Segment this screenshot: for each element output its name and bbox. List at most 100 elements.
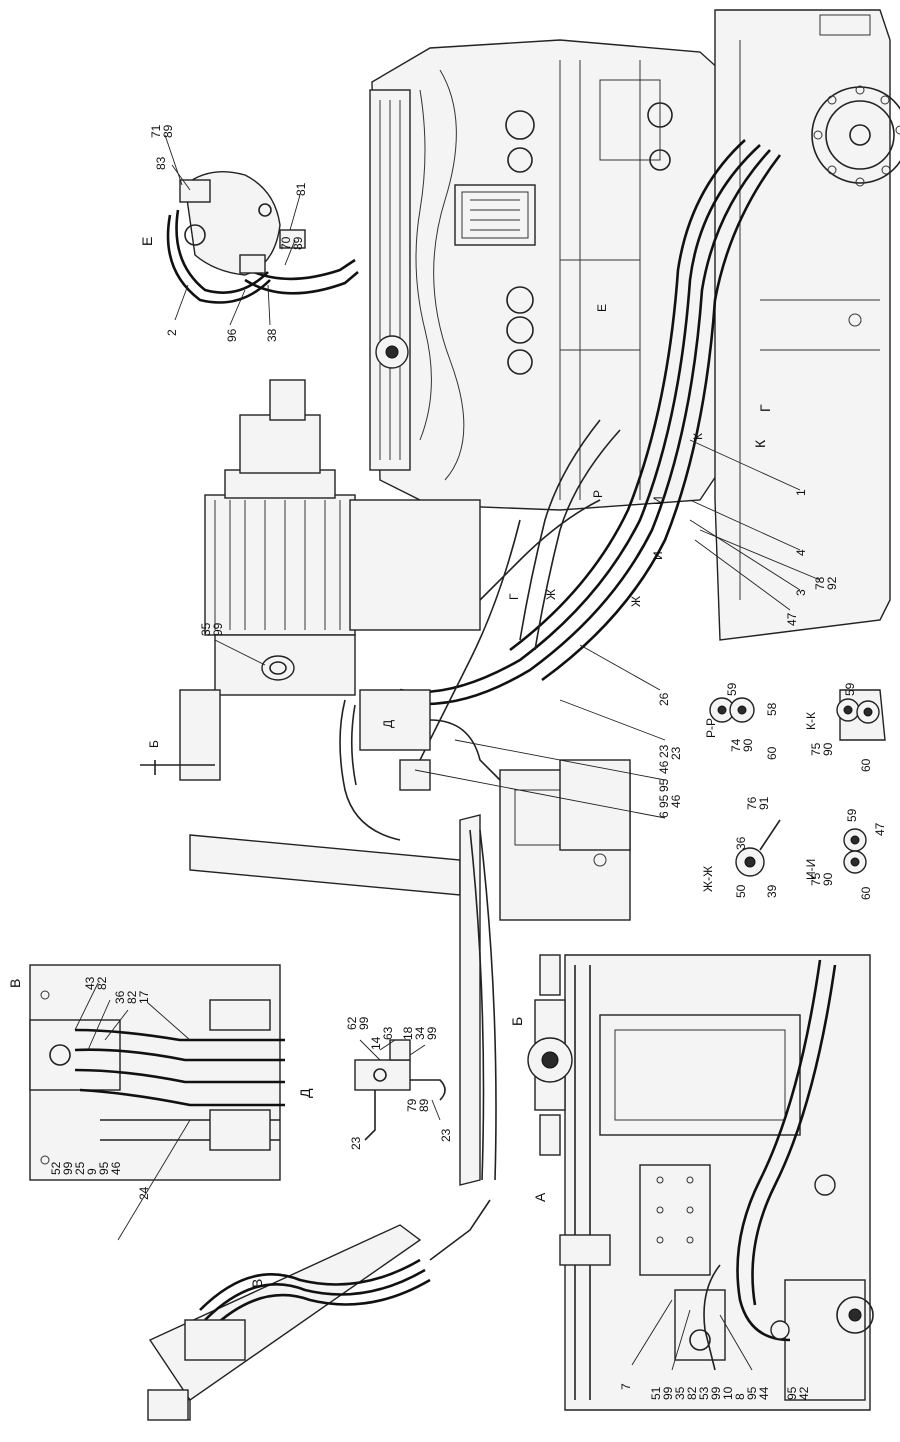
hose-bundle-main	[399, 139, 782, 761]
labels-e-view: 71 89 83 81 70 89 2 96 38	[149, 124, 308, 342]
view-label-g: Г	[757, 404, 773, 412]
callout: 82	[95, 976, 109, 990]
callout: 42	[797, 1386, 811, 1400]
callout: 17	[137, 990, 151, 1004]
detail-b-pump	[527, 954, 573, 1156]
callout: 82	[685, 1386, 699, 1400]
callout: 38	[265, 328, 279, 342]
callout: 75	[809, 872, 823, 886]
valve-block-d	[339, 689, 501, 841]
callout: 70	[279, 236, 293, 250]
callout: 8	[733, 1393, 747, 1400]
callout: 95	[657, 794, 671, 808]
section-mark-g: Г	[507, 593, 521, 600]
callout: 96	[225, 328, 239, 342]
callout: 95	[785, 1386, 799, 1400]
callout: 95	[745, 1386, 759, 1400]
callout: 78	[813, 576, 827, 590]
callout: 25	[73, 1161, 87, 1175]
callout: 76	[745, 796, 759, 810]
callout: 39	[765, 884, 779, 898]
lever-arm	[147, 1199, 491, 1421]
labels-bottom: 7 51 99 35 82 53 99 10 8 95 44 95 42	[619, 1383, 811, 1400]
callout: 47	[785, 612, 799, 626]
callout: 35	[199, 622, 213, 636]
callout: 82	[125, 990, 139, 1004]
frame-beam	[189, 759, 631, 1186]
callout: 4	[794, 549, 808, 556]
callout: 23	[349, 1136, 363, 1150]
section-mark-zh-2: Ж	[629, 596, 643, 607]
callout: 10	[721, 1386, 735, 1400]
callout: 2	[165, 329, 179, 336]
view-title-labels: Е В Д А Б Г К В Р-Р К-К Ж-Ж И-И	[7, 237, 818, 1288]
labels-d-view: 62 99 14 63 18 34 99 79 89 23 23	[345, 1016, 453, 1150]
section-mark-d: Д	[381, 720, 395, 728]
callout: 62	[345, 1016, 359, 1030]
section-title-zh-zh: Ж-Ж	[701, 866, 715, 892]
callout: 90	[821, 742, 835, 756]
callout: 99	[709, 1386, 723, 1400]
callout: 90	[741, 738, 755, 752]
section-title-p-p: Р-Р	[704, 718, 718, 738]
section-mark-b: Б	[147, 740, 161, 748]
view-label-d: Д	[297, 1088, 313, 1098]
section-marks: Е Р И И Ж Ж Г К Д Б	[147, 304, 705, 748]
callout: 46	[109, 1161, 123, 1175]
callout: 75	[809, 742, 823, 756]
callout: 83	[154, 156, 168, 170]
callout: 23	[439, 1128, 453, 1142]
callout: 74	[729, 738, 743, 752]
callout: 23	[657, 744, 671, 758]
view-label-k: К	[752, 439, 768, 448]
labels-sections: 59 58 74 90 60 59 75 90 60 76 91 36 50 3…	[725, 682, 887, 900]
callout: 52	[49, 1161, 63, 1175]
view-label-v-lower: В	[249, 1279, 265, 1288]
transmission-housing	[714, 9, 900, 641]
callout: 79	[405, 1098, 419, 1112]
callout: 71	[149, 124, 163, 138]
callout: 9	[85, 1168, 99, 1175]
callout: 14	[369, 1036, 383, 1050]
callout: 59	[845, 808, 859, 822]
callout: 60	[859, 758, 873, 772]
callout: 6	[657, 811, 671, 818]
callout: 23	[669, 746, 683, 760]
pump-block	[140, 379, 481, 781]
callout: 59	[725, 682, 739, 696]
callout: 99	[425, 1026, 439, 1040]
callout: 3	[794, 589, 808, 596]
detail-v	[29, 964, 285, 1181]
callout: 34	[413, 1026, 427, 1040]
callout: 90	[821, 872, 835, 886]
view-label-e: Е	[139, 237, 155, 246]
callout: 89	[417, 1098, 431, 1112]
callout: 58	[765, 702, 779, 716]
callout: 46	[669, 794, 683, 808]
section-views	[709, 689, 886, 877]
callout: 63	[381, 1026, 395, 1040]
callout: 89	[291, 236, 305, 250]
callout: 99	[61, 1161, 75, 1175]
callout: 26	[657, 692, 671, 706]
callout: 36	[734, 836, 748, 850]
callout: 81	[294, 182, 308, 196]
detail-e	[166, 170, 359, 304]
callout: 53	[697, 1386, 711, 1400]
engine-assembly	[369, 39, 721, 601]
section-mark-i-2: И	[651, 551, 665, 560]
detail-d-fitting	[354, 1039, 446, 1141]
callout: 92	[825, 576, 839, 590]
callout: 7	[619, 1383, 633, 1390]
callout: 60	[765, 746, 779, 760]
view-label-v: В	[7, 979, 23, 988]
section-mark-k: К	[691, 433, 705, 440]
callout: 99	[357, 1016, 371, 1030]
labels-main: 1 4 3 78 92 47 35 99 26 23 95 46 6 95 46…	[199, 489, 839, 818]
section-mark-e: Е	[595, 304, 609, 312]
callout: 89	[161, 124, 175, 138]
callout: 24	[137, 1186, 151, 1200]
view-label-b: Б	[509, 1017, 525, 1026]
callout: 95	[97, 1161, 111, 1175]
